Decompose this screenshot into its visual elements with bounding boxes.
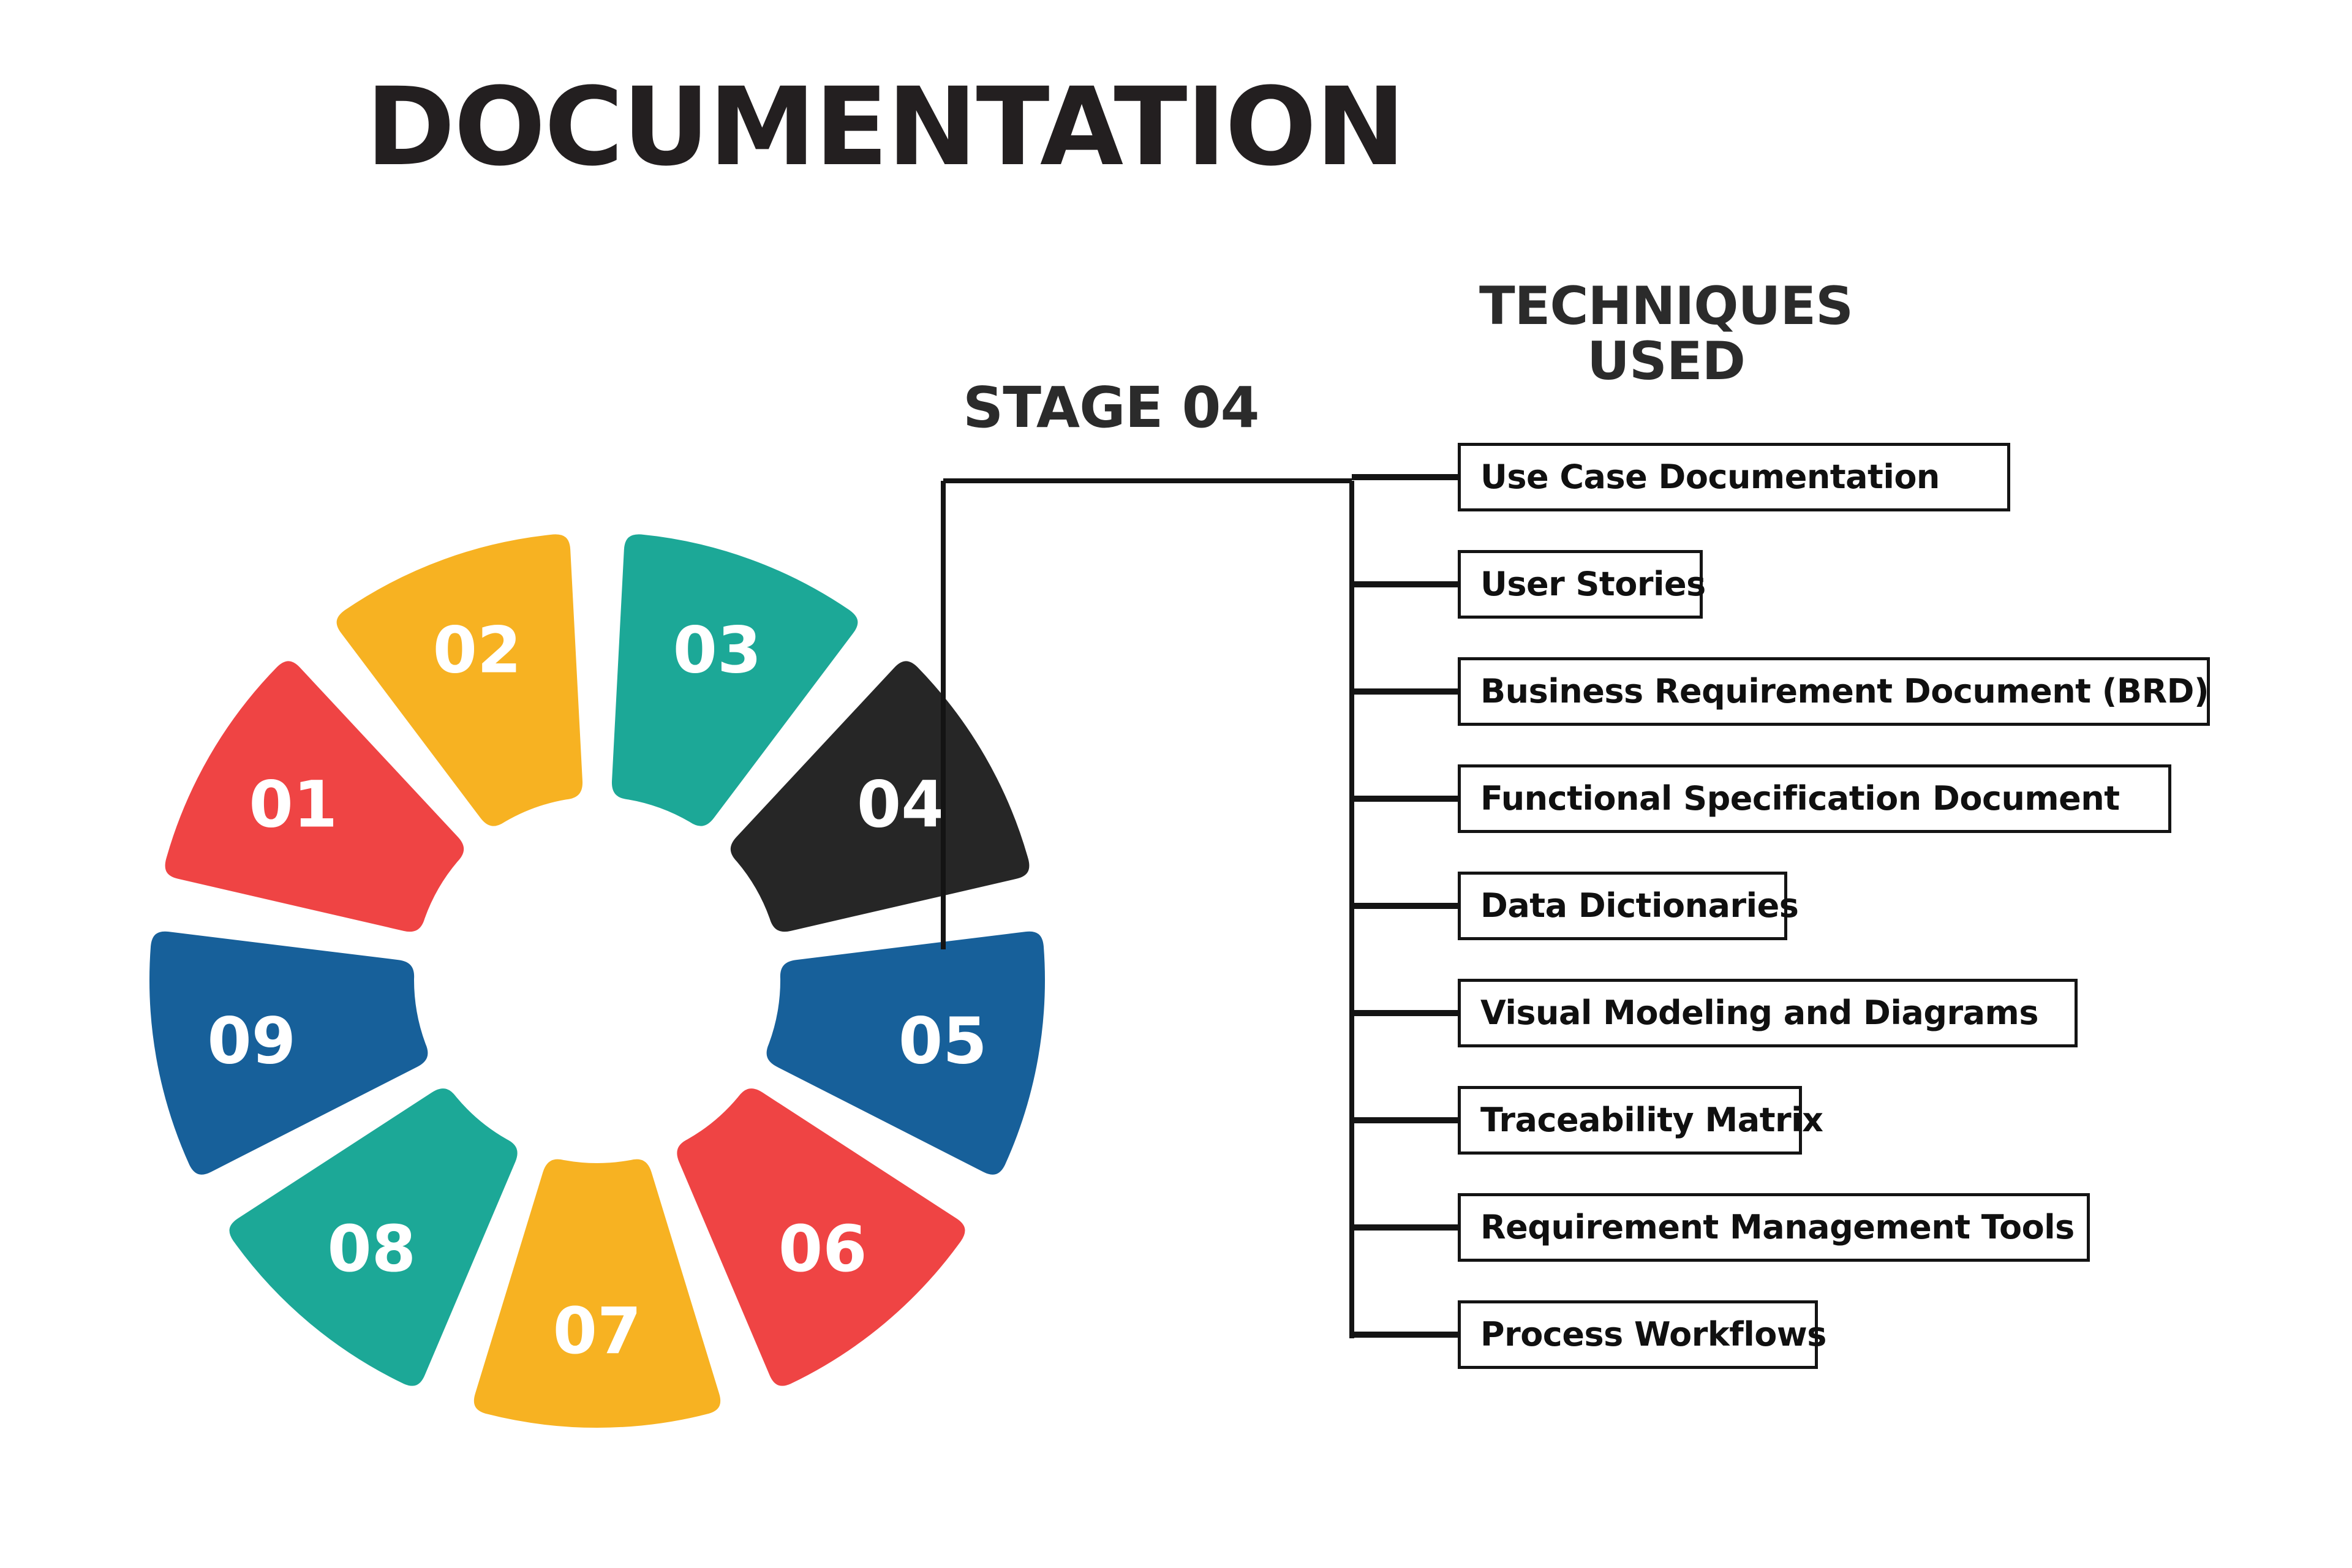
technique-label: User Stories bbox=[1480, 565, 1706, 603]
wheel-segment-label-01: 01 bbox=[249, 767, 337, 842]
technique-box[interactable]: Data Dictionaries bbox=[1458, 872, 1799, 940]
wheel-segment-label-07: 07 bbox=[553, 1294, 642, 1368]
technique-label: Process Workflows bbox=[1480, 1315, 1826, 1354]
technique-box[interactable]: Traceability Matrix bbox=[1458, 1086, 1823, 1155]
wheel-segment-05[interactable] bbox=[758, 922, 1054, 1183]
wheel-segment-label-08: 08 bbox=[327, 1212, 416, 1286]
technique-label: Business Requirement Document (BRD) bbox=[1480, 672, 2209, 710]
wheel-segment-label-09: 09 bbox=[207, 1004, 296, 1079]
stage-label: STAGE 04 bbox=[963, 375, 1259, 440]
wheel-segment-label-04: 04 bbox=[857, 767, 946, 842]
wheel-segment-03[interactable] bbox=[603, 526, 867, 835]
wheel-segment-label-03: 03 bbox=[673, 613, 762, 688]
wheel-segment-04[interactable] bbox=[722, 652, 1038, 940]
wheel-segment-07[interactable] bbox=[465, 1150, 729, 1436]
technique-label: Functional Specification Document bbox=[1480, 779, 2120, 818]
wheel-segment-08[interactable] bbox=[221, 1080, 526, 1395]
wheel-segment-09[interactable] bbox=[141, 922, 437, 1183]
technique-label: Use Case Documentation bbox=[1480, 458, 1940, 496]
technique-box[interactable]: User Stories bbox=[1458, 550, 1706, 619]
wheel-segment-label-02: 02 bbox=[433, 613, 522, 688]
process-wheel-donut-chart: 01 02 03 04 05 06 07 08 09 bbox=[132, 514, 1063, 1446]
techniques-heading-line-1: TECHNIQUES bbox=[1479, 276, 1853, 337]
technique-label: Visual Modeling and Diagrams bbox=[1480, 993, 2038, 1032]
technique-box[interactable]: Business Requirement Document (BRD) bbox=[1458, 657, 2210, 726]
techniques-heading-line-2: USED bbox=[1587, 331, 1746, 393]
technique-box[interactable]: Visual Modeling and Diagrams bbox=[1458, 979, 2078, 1047]
wheel-segment-label-05: 05 bbox=[899, 1004, 987, 1079]
wheel-segment-01[interactable] bbox=[156, 652, 473, 940]
technique-box[interactable]: Requirement Management Tools bbox=[1458, 1193, 2090, 1262]
technique-box[interactable]: Process Workflows bbox=[1458, 1300, 1826, 1369]
wheel-segment-02[interactable] bbox=[328, 526, 591, 835]
wheel-segment-06[interactable] bbox=[668, 1080, 974, 1395]
techniques-used-heading: TECHNIQUES USED bbox=[1403, 279, 1929, 390]
technique-box[interactable]: Functional Specification Document bbox=[1458, 764, 2171, 833]
technique-box[interactable]: Use Case Documentation bbox=[1458, 443, 2010, 511]
wheel-segment-label-06: 06 bbox=[778, 1212, 867, 1286]
technique-label: Data Dictionaries bbox=[1480, 886, 1799, 925]
technique-label: Requirement Management Tools bbox=[1480, 1208, 2075, 1246]
page-title: DOCUMENTATION bbox=[366, 64, 1406, 190]
technique-label: Traceability Matrix bbox=[1480, 1101, 1823, 1139]
